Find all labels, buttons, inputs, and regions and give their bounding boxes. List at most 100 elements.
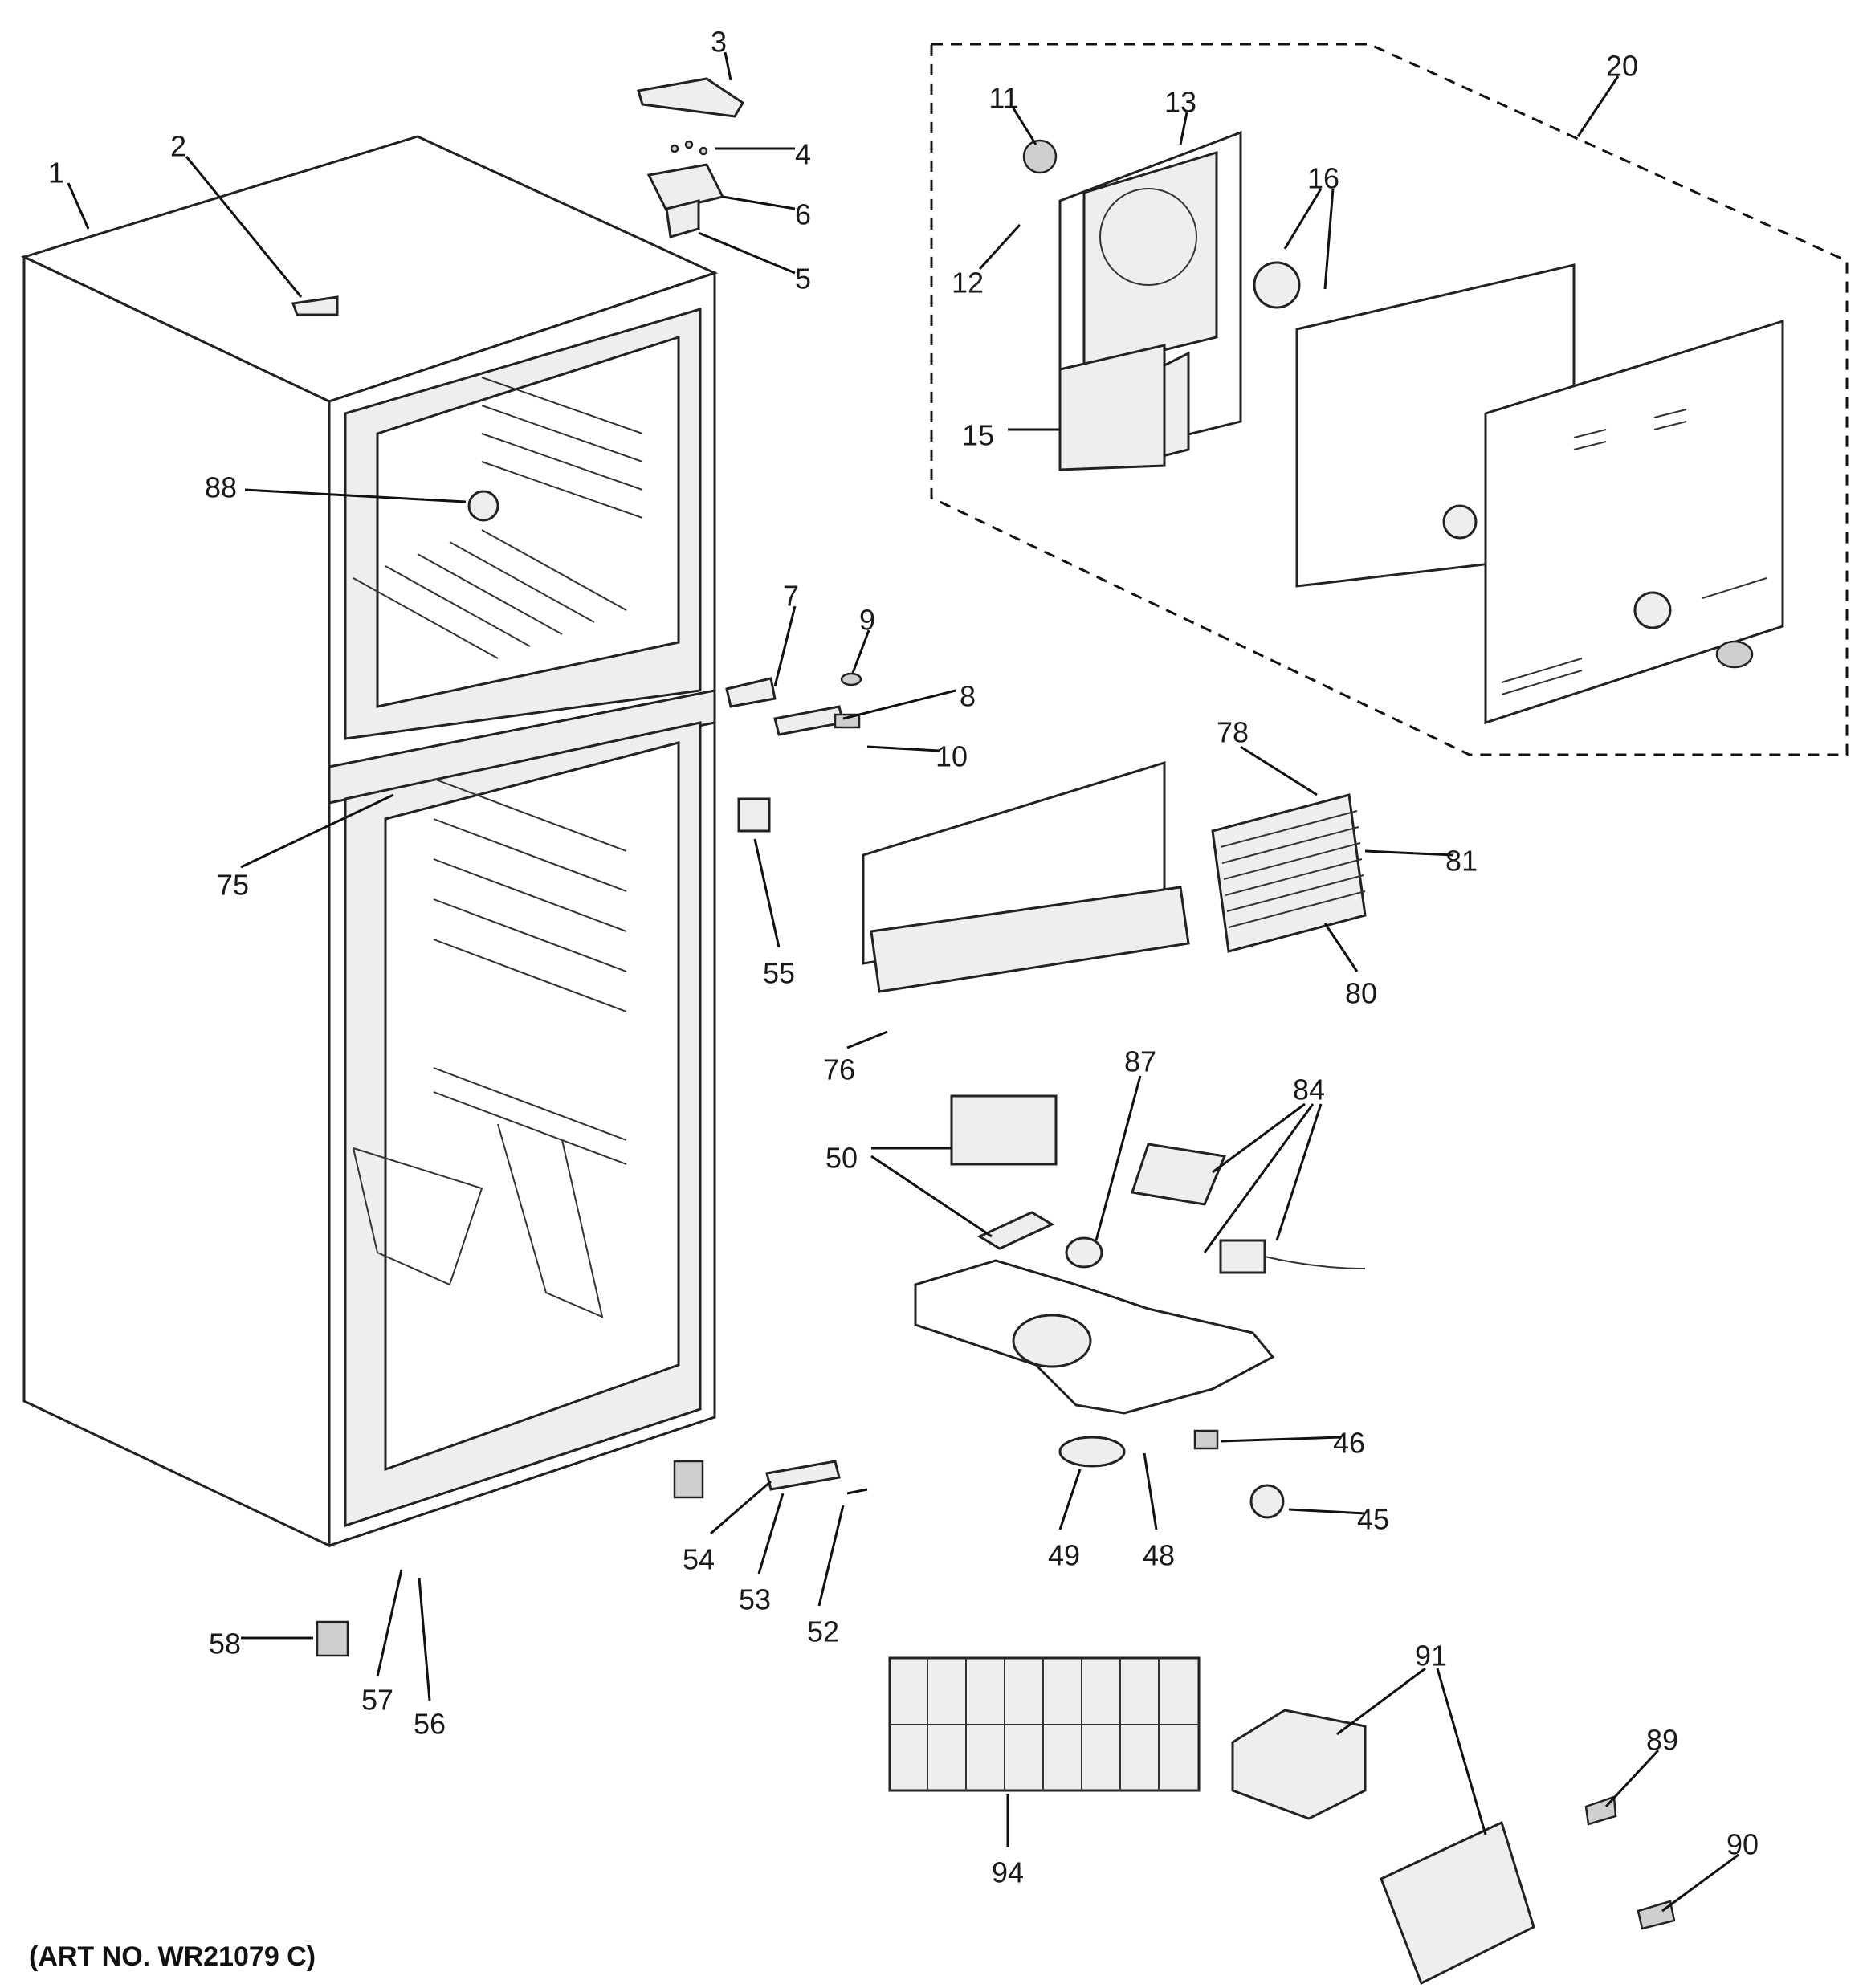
callout-label-52: 52	[807, 1615, 839, 1648]
callout-7: 7	[773, 580, 799, 687]
callout-56: 56	[414, 1577, 446, 1741]
callout-label-53: 53	[739, 1583, 771, 1616]
callout-2: 2	[170, 130, 303, 298]
callout-label-45: 45	[1357, 1503, 1389, 1536]
leader-line-89	[1604, 1749, 1660, 1808]
callout-53: 53	[739, 1493, 785, 1616]
leader-line-81	[1364, 849, 1454, 857]
art-number: (ART NO. WR21079 C)	[29, 1941, 316, 1972]
callout-8: 8	[842, 680, 976, 720]
leader-line-90	[1661, 1853, 1739, 1913]
leader-line-20	[1576, 75, 1620, 137]
leader-line-13	[1179, 112, 1188, 145]
callout-label-55: 55	[763, 957, 795, 990]
leader-line-1	[67, 182, 90, 230]
callout-label-11: 11	[989, 82, 1018, 115]
callout-80: 80	[1323, 923, 1377, 1010]
callout-11: 11	[989, 82, 1037, 145]
callout-label-49: 49	[1048, 1539, 1080, 1572]
callout-15: 15	[962, 419, 1060, 452]
leader-line-54	[710, 1480, 772, 1535]
callout-label-91: 91	[1415, 1640, 1447, 1672]
callout-label-12: 12	[952, 267, 984, 299]
callout-label-9: 9	[859, 604, 875, 637]
callout-label-78: 78	[1217, 716, 1249, 749]
callout-label-88: 88	[205, 471, 237, 504]
callout-58: 58	[209, 1627, 313, 1660]
leader-line-8	[842, 689, 956, 720]
callout-label-1: 1	[48, 157, 64, 189]
leader-line-49	[1058, 1469, 1082, 1530]
leader-line-87	[1095, 1075, 1142, 1241]
callout-91: 91	[1336, 1640, 1487, 1835]
callout-label-2: 2	[170, 130, 186, 163]
callout-20: 20	[1576, 50, 1638, 137]
callout-label-58: 58	[209, 1627, 241, 1660]
leader-line-9	[851, 629, 870, 674]
callout-label-5: 5	[795, 263, 811, 295]
callout-label-20: 20	[1606, 50, 1638, 83]
callout-84: 84	[1203, 1073, 1325, 1253]
leader-line-11	[1012, 108, 1037, 145]
leader-line-91	[1336, 1667, 1426, 1736]
callout-52: 52	[807, 1505, 845, 1648]
bottom-hinge-assembly	[765, 1460, 868, 1495]
leader-line-84	[1212, 1102, 1306, 1174]
callout-label-46: 46	[1333, 1427, 1365, 1460]
center-hinge-assembly	[725, 672, 862, 736]
defrost-kit-parts	[950, 1094, 1366, 1274]
leader-line-84	[1203, 1103, 1315, 1253]
callout-label-54: 54	[683, 1543, 715, 1576]
callout-label-57: 57	[361, 1684, 393, 1717]
callout-54: 54	[683, 1480, 772, 1576]
callout-label-15: 15	[962, 419, 994, 452]
leveling-leg-right	[673, 1460, 704, 1499]
hinge-hole-cover	[291, 295, 339, 316]
leader-line-76	[846, 1030, 888, 1049]
evaporator-shield	[862, 760, 1190, 993]
callout-layer: 1234567891011121315162045464849505253545…	[48, 26, 1759, 1913]
evaporator-coil	[1211, 793, 1367, 953]
callout-1: 1	[48, 157, 90, 230]
callout-label-56: 56	[414, 1708, 446, 1741]
leader-line-46	[1220, 1436, 1342, 1443]
leader-line-10	[866, 745, 940, 752]
evaporator-cover-assembly-box	[930, 43, 1849, 756]
leader-line-56	[418, 1577, 431, 1701]
callout-90: 90	[1661, 1828, 1759, 1913]
callout-label-89: 89	[1646, 1724, 1678, 1757]
leader-line-6	[722, 195, 796, 210]
callout-label-90: 90	[1726, 1828, 1759, 1861]
leader-line-52	[817, 1505, 845, 1607]
leader-line-7	[773, 605, 797, 687]
callout-label-6: 6	[795, 198, 811, 231]
callout-label-3: 3	[711, 26, 727, 59]
callout-46: 46	[1220, 1427, 1365, 1460]
leader-line-80	[1323, 923, 1359, 972]
leader-line-12	[978, 223, 1021, 271]
ice-tray	[888, 1656, 1201, 1792]
leader-line-75	[240, 793, 394, 869]
callout-16: 16	[1283, 162, 1339, 290]
callout-label-10: 10	[936, 740, 968, 773]
callout-49: 49	[1048, 1469, 1082, 1572]
callout-57: 57	[361, 1569, 403, 1717]
callout-12: 12	[952, 223, 1021, 299]
defrost-thermostat	[1193, 1429, 1285, 1519]
callout-50: 50	[825, 1142, 993, 1238]
refrigerator-cabinet	[20, 135, 719, 1548]
callout-9: 9	[851, 604, 875, 674]
callout-5: 5	[698, 231, 811, 295]
callout-3: 3	[711, 26, 732, 81]
callout-label-80: 80	[1345, 977, 1377, 1010]
leader-line-2	[185, 156, 303, 298]
callout-label-8: 8	[960, 680, 976, 713]
callout-87: 87	[1095, 1045, 1156, 1241]
leader-line-5	[698, 231, 796, 275]
callout-88: 88	[205, 471, 467, 504]
leader-line-55	[753, 838, 781, 948]
leader-line-45	[1288, 1508, 1366, 1515]
drain-pan	[914, 1259, 1275, 1415]
leveling-leg-left	[316, 1620, 349, 1657]
